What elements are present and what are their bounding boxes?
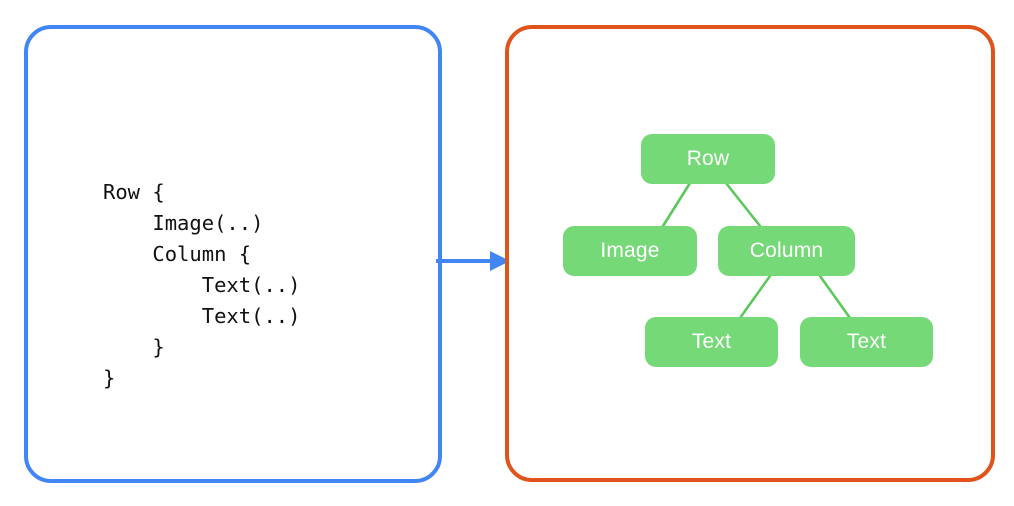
tree-node-image[interactable]: Image: [563, 226, 697, 276]
tree-node-row[interactable]: Row: [641, 134, 775, 184]
tree-node-text-2[interactable]: Text: [800, 317, 933, 367]
transform-arrow: [436, 251, 510, 271]
tree-node-text-1[interactable]: Text: [645, 317, 778, 367]
code-panel: Row { Image(..) Column { Text(..) Text(.…: [24, 25, 442, 483]
arrow-head: [490, 251, 510, 271]
compose-code-snippet: Row { Image(..) Column { Text(..) Text(.…: [103, 180, 301, 390]
tree-node-column[interactable]: Column: [718, 226, 855, 276]
